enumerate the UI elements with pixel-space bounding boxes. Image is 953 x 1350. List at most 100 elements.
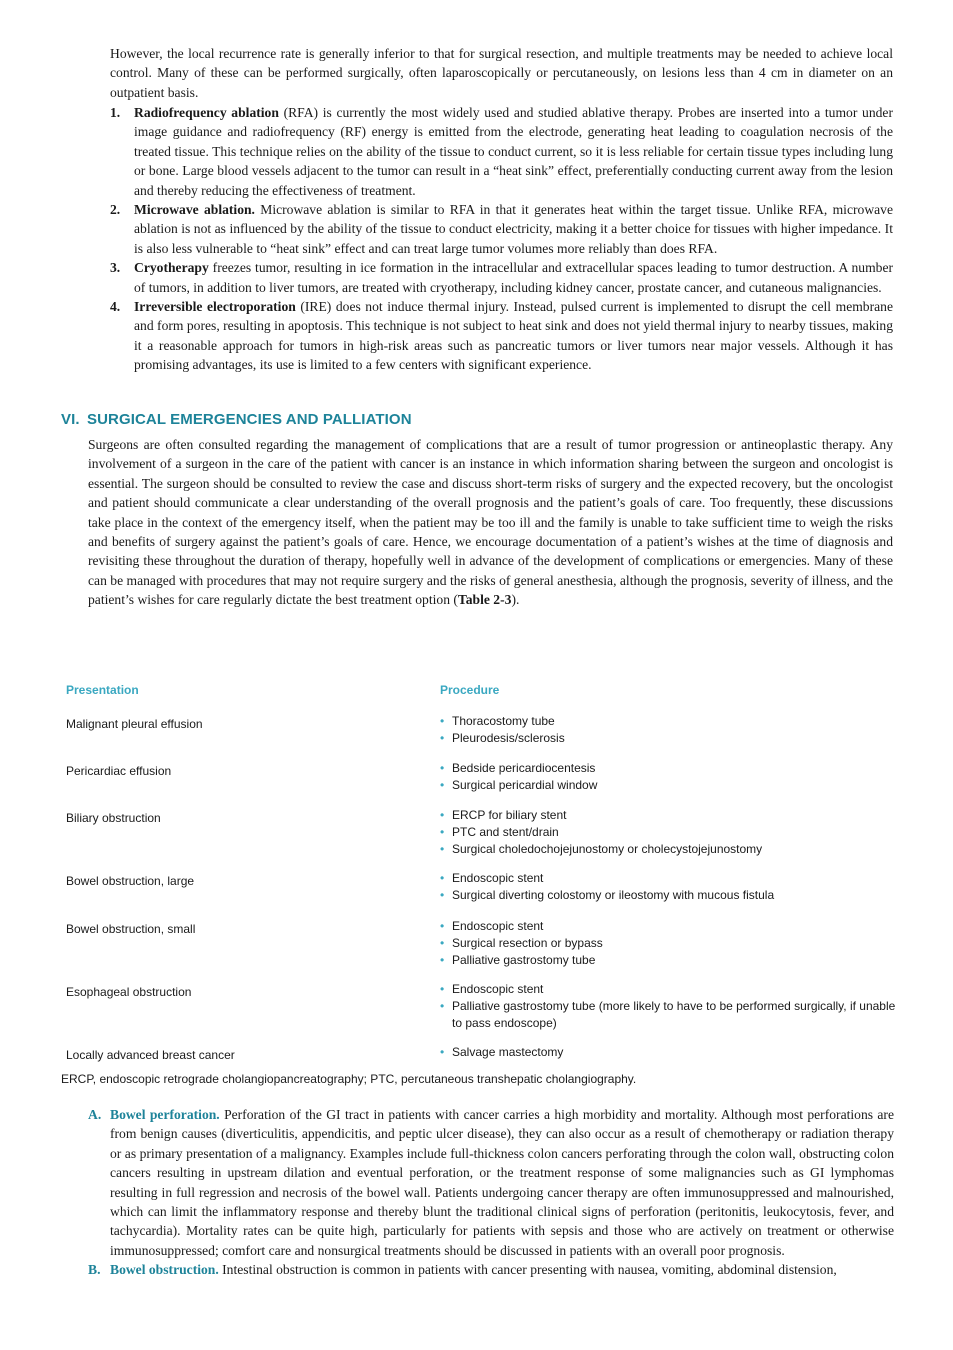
table-row: Esophageal obstruction • Endoscopic stent… <box>66 981 896 1044</box>
technique-item-cryotherapy: 3. Cryotherapy freezes tumor, resulting i… <box>110 258 893 297</box>
bullet-icon: • <box>440 825 445 839</box>
procedure-item: • Palliative gastrostomy tube <box>440 952 896 969</box>
subsection-text: Intestinal obstruction is common in pati… <box>218 1262 837 1278</box>
procedure-item: •Endoscopic stent <box>440 870 896 887</box>
procedure-list: • Salvage mastectomy <box>440 1044 896 1061</box>
table-row: Bowel obstruction, large •Endoscopic ste… <box>66 870 896 918</box>
procedure-text: Endoscopic stent <box>452 982 544 996</box>
technique-term: Radiofrequency ablation <box>134 105 279 120</box>
intro-paragraph: However, the local recurrence rate is ge… <box>110 46 893 100</box>
header-procedure: Procedure <box>440 683 500 697</box>
presentation-cell: Bowel obstruction, large <box>66 874 195 888</box>
procedure-item: • Surgical diverting colostomy or ileosto… <box>440 887 896 904</box>
procedure-item: • Bedside pericardiocentesis <box>440 760 896 777</box>
procedure-text: Surgical diverting colostomy or ileostom… <box>452 888 775 902</box>
bullet-icon: • <box>440 999 445 1013</box>
technique-term: Irreversible electroporation <box>134 299 296 315</box>
procedure-list: • Bedside pericardiocentesis • Surgical pe… <box>440 760 896 794</box>
procedure-item: • Surgical choledochojejunostomy or chole… <box>440 841 896 858</box>
header-presentation: Presentation <box>66 683 139 697</box>
subsection-list: A. Bowel perforation. Perforation of the … <box>88 1105 894 1280</box>
subsection-bowel-obstruction: B. Bowel obstruction. Intestinal obstruct… <box>88 1260 894 1279</box>
procedure-text: Surgical choledochojejunostomy or cholec… <box>452 842 763 856</box>
procedure-text: Surgical pericardial window <box>452 778 598 792</box>
bullet-icon: • <box>440 982 445 996</box>
bullet-icon: • <box>440 919 445 933</box>
procedure-text: Palliative gastrostomy tube (more likely… <box>452 999 896 1030</box>
technique-description: Microwave ablation is similar to RFA in … <box>134 202 893 256</box>
procedure-item: • ERCP for biliary stent <box>440 807 896 824</box>
table-row: Malignant pleural effusion • Thoracostomy… <box>66 709 896 760</box>
section-paragraph: Surgeons are often consulted regarding t… <box>88 435 893 610</box>
procedure-item: • Pleurodesis/sclerosis <box>440 730 896 747</box>
section-paragraph-end: ). <box>511 592 520 608</box>
bullet-icon: • <box>440 842 445 856</box>
procedure-item: •Surgical resection or bypass <box>440 935 896 952</box>
procedure-text: Pleurodesis/sclerosis <box>452 731 565 745</box>
section-title: SURGICAL EMERGENCIES AND PALLIATION <box>87 411 412 428</box>
procedure-text: Salvage mastectomy <box>452 1045 564 1059</box>
procedure-list: • Thoracostomy tube • Pleurodesis/sclerosi… <box>440 713 896 747</box>
bullet-icon: • <box>440 808 445 822</box>
procedure-text: PTC and stent/drain <box>452 825 559 839</box>
presentation-cell: Esophageal obstruction <box>66 985 192 999</box>
procedure-text: Bedside pericardiocentesis <box>452 761 596 775</box>
procedure-list: •Endoscopic stent • Surgical diverting co… <box>440 870 896 904</box>
procedure-item: • Endoscopic stent <box>440 981 896 998</box>
procedure-item: • Surgical pericardial window <box>440 777 896 794</box>
procedure-list: • ERCP for biliary stent • PTC and stent/d… <box>440 807 896 858</box>
technique-description: freezes tumor, resulting in ice formatio… <box>134 260 893 295</box>
list-number: 3. <box>110 260 121 276</box>
subsection-title: Bowel obstruction. <box>110 1262 219 1278</box>
section-number: VI. <box>61 411 80 428</box>
subsection-letter: A. <box>88 1107 102 1122</box>
subsection-text: Perforation of the GI tract in patients … <box>110 1107 894 1258</box>
table-row: Pericardiac effusion • Bedside pericardio… <box>66 760 896 807</box>
bullet-icon: • <box>440 1045 445 1059</box>
table-footnote: ERCP, endoscopic retrograde cholangiopan… <box>61 1072 637 1086</box>
presentation-cell: Locally advanced breast cancer <box>66 1048 235 1062</box>
presentation-cell: Pericardiac effusion <box>66 764 172 778</box>
procedure-text: ERCP for biliary stent <box>452 808 567 822</box>
technique-term: Microwave ablation. <box>134 202 255 218</box>
bullet-icon: • <box>440 778 445 792</box>
procedure-text: Endoscopic stent <box>452 919 544 933</box>
procedure-item: • Endoscopic stent <box>440 918 896 935</box>
bullet-icon: • <box>440 731 445 745</box>
technique-item-microwave: 2. Microwave ablation. Microwave ablation… <box>110 200 893 258</box>
bullet-icon: • <box>440 761 445 775</box>
bullet-icon: • <box>440 936 445 950</box>
table-reference-link[interactable]: Table 2-3 <box>457 592 512 608</box>
technique-term: Cryotherapy <box>134 260 209 276</box>
subsection-bowel-perforation: A. Bowel perforation. Perforation of the … <box>88 1105 894 1260</box>
list-number: 4. <box>110 299 121 315</box>
table-row: Locally advanced breast cancer • Salvage … <box>66 1044 896 1064</box>
procedure-item: • PTC and stent/drain <box>440 824 896 841</box>
technique-description: (IRE) does not induce thermal injury. In… <box>134 299 893 373</box>
procedure-item: • Salvage mastectomy <box>440 1044 896 1061</box>
bullet-icon: • <box>440 871 445 885</box>
presentation-cell: Biliary obstruction <box>66 811 161 825</box>
technique-item-ire: 4. Irreversible electroporation (IRE) doe… <box>110 297 893 375</box>
procedure-list: • Endoscopic stent •Surgical resection or… <box>440 918 896 969</box>
presentation-cell: Bowel obstruction, small <box>66 922 196 936</box>
technique-item-rfa: 1. Radiofrequency ablation (RFA) is curre… <box>110 103 893 200</box>
procedure-text: Palliative gastrostomy tube <box>452 953 596 967</box>
presentation-cell: Malignant pleural effusion <box>66 717 203 731</box>
subsection-letter: B. <box>88 1262 101 1278</box>
section-heading: VI. SURGICAL EMERGENCIES AND PALLIATION <box>61 411 901 428</box>
bullet-icon: • <box>440 953 445 967</box>
section-paragraph-text: Surgeons are often consulted regarding t… <box>88 437 893 608</box>
subsection-title: Bowel perforation. <box>110 1107 220 1122</box>
procedure-item: • Thoracostomy tube <box>440 713 896 730</box>
technique-description: (RFA) is currently the most widely used … <box>134 105 893 198</box>
procedure-list: • Endoscopic stent • Palliative gastrostom… <box>440 981 896 1032</box>
table-row: Biliary obstruction • ERCP for biliary st… <box>66 807 896 870</box>
procedure-text: Thoracostomy tube <box>452 714 555 728</box>
bullet-icon: • <box>440 714 445 728</box>
table-header-row: Presentation Procedure <box>66 683 896 709</box>
bullet-icon: • <box>440 888 445 902</box>
palliation-procedures-table: Presentation Procedure Malignant pleural… <box>66 683 896 1064</box>
list-number: 2. <box>110 202 121 218</box>
list-number: 1. <box>110 105 121 120</box>
